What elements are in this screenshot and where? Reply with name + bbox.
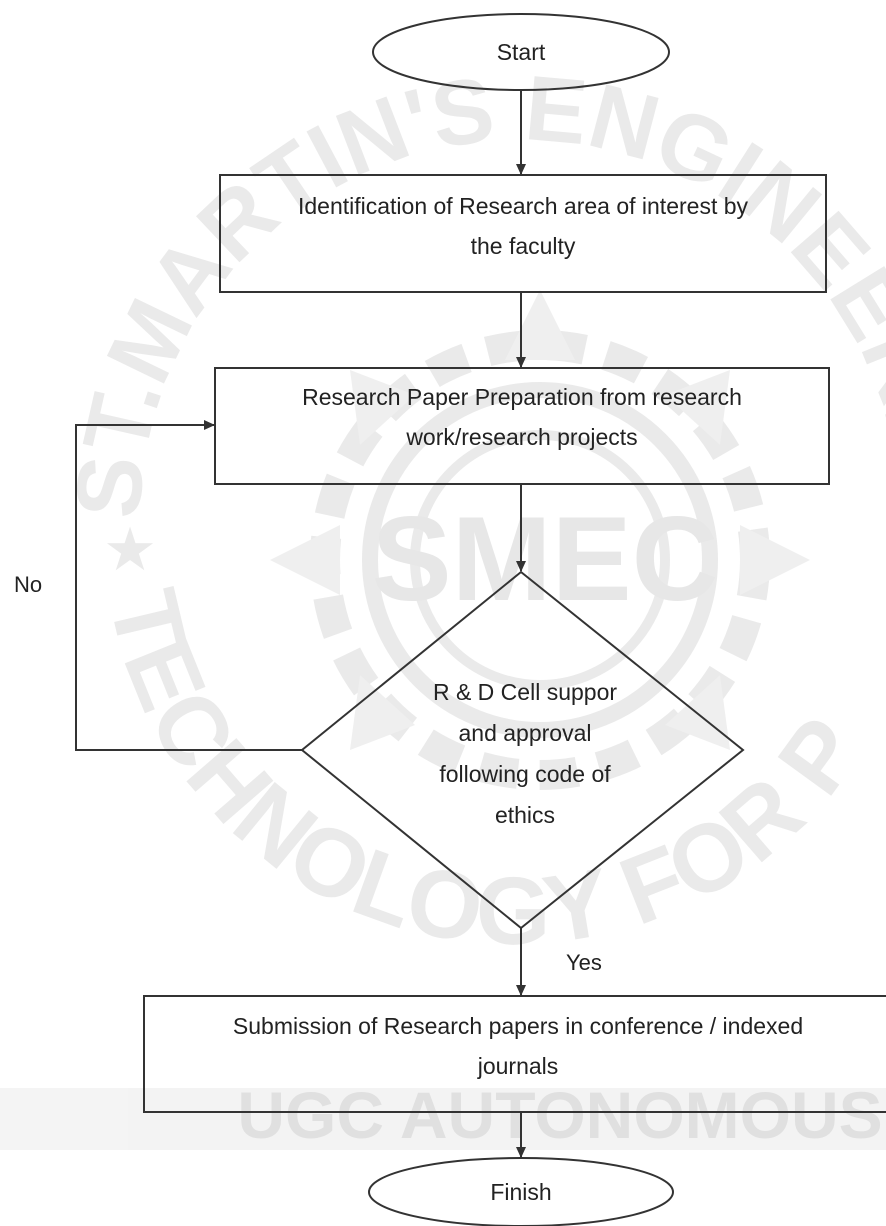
submission-text: Submission of Research papers in confere… xyxy=(144,1006,886,1086)
decision-line-2: and approval xyxy=(458,720,592,746)
preparation-line-2: work/research projects xyxy=(406,424,638,450)
no-branch-label: No xyxy=(14,572,43,597)
finish-terminal xyxy=(368,1157,674,1226)
identification-text: Identification of Research area of inter… xyxy=(220,186,826,266)
decision-line-4: ethics xyxy=(494,802,556,828)
preparation-text: Research Paper Preparation from research… xyxy=(215,377,829,457)
decision-line-3: following code of xyxy=(439,761,611,787)
identification-box xyxy=(219,174,827,293)
watermark: ST.MARTIN'S ENGINEERING COLLEGE TECHNOLO… xyxy=(0,0,886,1152)
watermark-gear-emblem: SMEC ★ xyxy=(103,290,810,790)
watermark-star-icon: ★ xyxy=(103,515,157,585)
identification-line-2: the faculty xyxy=(470,233,576,259)
submission-line-2: journals xyxy=(477,1053,559,1079)
identification-line-1: Identification of Research area of inter… xyxy=(297,193,749,219)
decision-text: R & D Cell suppor and approval following… xyxy=(380,672,670,836)
start-label: Start xyxy=(496,39,546,65)
decision-line-1: R & D Cell suppor xyxy=(432,679,618,705)
submission-line-1: Submission of Research papers in confere… xyxy=(232,1013,804,1039)
arrow-decision-no-loop xyxy=(75,420,302,751)
watermark-logo: SMEC xyxy=(372,492,719,626)
yes-branch-label: Yes xyxy=(566,950,602,975)
preparation-line-1: Research Paper Preparation from research xyxy=(302,384,742,410)
submission-box xyxy=(143,995,886,1113)
finish-label: Finish xyxy=(490,1179,552,1205)
watermark-band: UGC AUTONOMOUS xyxy=(237,1078,882,1152)
